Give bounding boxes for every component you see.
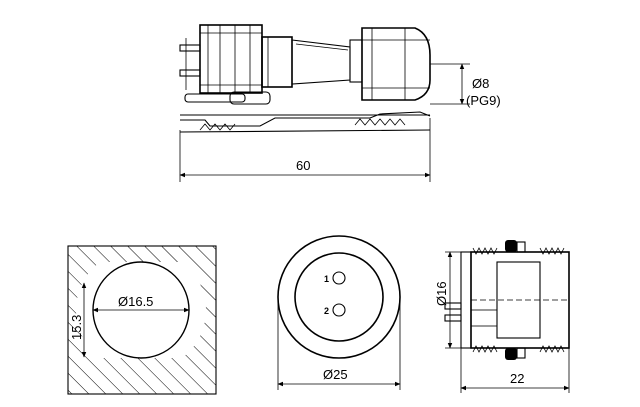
connector-body — [261, 36, 293, 88]
cutout-flat-label: 15.3 — [69, 315, 84, 340]
gland-size-label: (PG9) — [466, 93, 501, 108]
plug-length-label: 60 — [296, 158, 310, 173]
pin-2-contact — [332, 303, 346, 317]
cutout-diameter-label: Ø16.5 — [118, 294, 153, 309]
cable-diameter-label: Ø8 — [472, 76, 489, 91]
gland-nut — [361, 27, 431, 101]
pin-bottom — [179, 69, 201, 77]
face-diameter-label: Ø25 — [323, 367, 348, 382]
pin-2-label: 2 — [324, 306, 329, 316]
outer-shell — [277, 235, 401, 359]
panel-cutout-view — [67, 245, 217, 395]
insert-face — [294, 252, 384, 342]
plug-side-view — [179, 24, 470, 182]
pin-top — [179, 44, 201, 52]
coupling-nut — [199, 24, 263, 94]
socket-side-view — [444, 240, 570, 393]
pin-1-label: 1 — [324, 274, 329, 284]
pin-1-contact — [332, 271, 346, 285]
thread-diameter-label: Ø16 — [434, 281, 449, 306]
front-face-view — [277, 235, 401, 390]
socket-length-label: 22 — [510, 371, 524, 386]
